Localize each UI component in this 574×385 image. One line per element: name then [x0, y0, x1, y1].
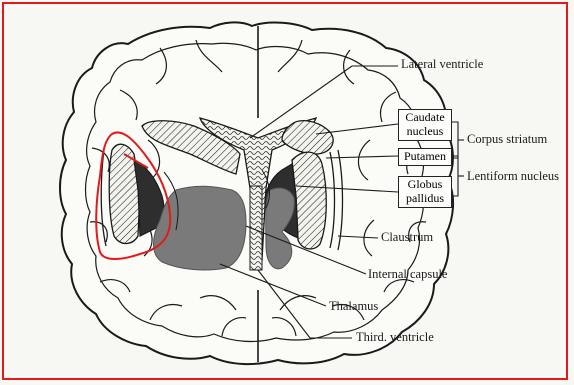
label-claustrum: Claustrum [381, 231, 433, 245]
label-third-ventricle: Third. ventricle [356, 331, 434, 345]
label-corpus-striatum: Corpus striatum [467, 133, 547, 147]
globus-line1: Globus [402, 178, 448, 192]
label-thalamus: Thalamus [329, 300, 378, 314]
putamen-left [109, 144, 140, 243]
putamen-text: Putamen [402, 150, 448, 164]
label-globus-pallidus: Globus pallidus [398, 176, 452, 208]
label-putamen: Putamen [398, 148, 452, 166]
caudate-line1: Caudate [402, 111, 448, 125]
label-lentiform-nucleus: Lentiform nucleus [467, 170, 559, 184]
label-lateral-ventricle: Lateral ventricle [401, 58, 483, 72]
globus-line2: pallidus [402, 192, 448, 206]
label-caudate-nucleus: Caudate nucleus [398, 109, 452, 141]
caudate-line2: nucleus [402, 125, 448, 139]
label-internal-capsule: Internal capsule [368, 268, 447, 282]
